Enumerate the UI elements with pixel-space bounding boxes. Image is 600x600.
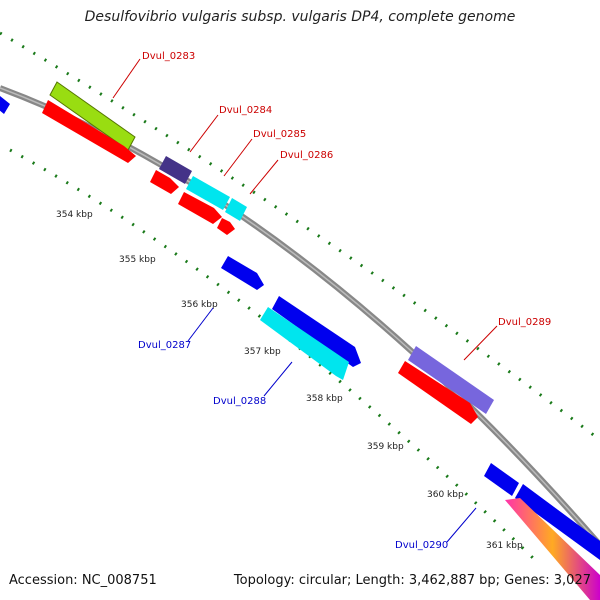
tick-label-361: 361 kbp <box>486 541 523 551</box>
cds-block[interactable] <box>515 484 600 560</box>
feature-block[interactable] <box>0 96 10 114</box>
gene-label-dvul-0287[interactable]: Dvul_0287 <box>138 340 191 351</box>
gene-block-dvul-0289[interactable] <box>408 346 494 414</box>
gene-label-dvul-0290[interactable]: Dvul_0290 <box>395 540 448 551</box>
tick-label-359: 359 kbp <box>367 442 404 452</box>
gene-block-dvul-0290[interactable] <box>484 463 519 496</box>
cds-block[interactable] <box>217 218 235 235</box>
tick-label-356: 356 kbp <box>181 300 218 310</box>
accession-label: Accession: NC_008751 <box>9 573 157 588</box>
tick-label-357: 357 kbp <box>244 347 281 357</box>
tick-label-358: 358 kbp <box>306 394 343 404</box>
gene-block-dvul-0285[interactable] <box>186 176 230 210</box>
gene-label-dvul-0286[interactable]: Dvul_0286 <box>280 150 333 161</box>
tick-label-355: 355 kbp <box>119 255 156 265</box>
cds-block[interactable] <box>178 192 222 224</box>
outer-tick-ring <box>0 31 600 442</box>
gene-label-dvul-0289[interactable]: Dvul_0289 <box>498 317 551 328</box>
feature-band[interactable] <box>505 498 600 600</box>
map-title: Desulfovibrio vulgaris subsp. vulgaris D… <box>84 9 516 25</box>
tick-label-360: 360 kbp <box>427 490 464 500</box>
gene-label-dvul-0288[interactable]: Dvul_0288 <box>213 396 266 407</box>
cds-block[interactable] <box>272 296 361 367</box>
cds-block[interactable] <box>398 361 478 424</box>
feature-track <box>0 81 600 600</box>
gene-label-dvul-0284[interactable]: Dvul_0284 <box>219 105 272 116</box>
gene-label-dvul-0285[interactable]: Dvul_0285 <box>253 129 306 140</box>
cds-block[interactable] <box>42 100 136 163</box>
gene-label-dvul-0283[interactable]: Dvul_0283 <box>142 51 195 62</box>
gene-block-dvul-0288[interactable] <box>260 307 349 380</box>
tick-label-354: 354 kbp <box>56 210 93 220</box>
cds-block[interactable] <box>150 170 179 194</box>
gene-block-dvul-0287[interactable] <box>221 256 264 290</box>
topology-label: Topology: circular; Length: 3,462,887 bp… <box>233 573 591 588</box>
gene-block-dvul-0286[interactable] <box>225 198 247 221</box>
gene-block-dvul-0284[interactable] <box>159 156 192 184</box>
leader-lines <box>112 58 498 543</box>
inner-tick-ring <box>9 148 537 562</box>
